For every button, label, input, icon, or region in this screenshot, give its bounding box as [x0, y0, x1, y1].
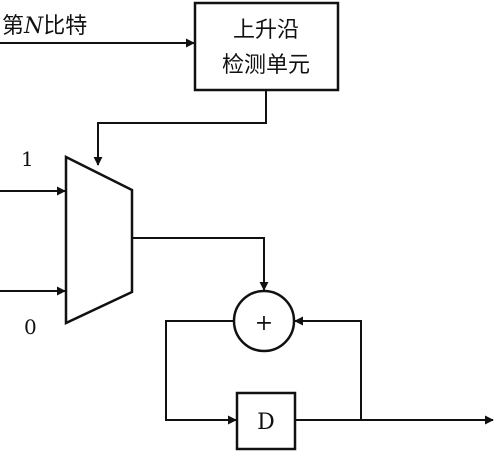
delay-label: D: [257, 410, 275, 435]
edge-detector-label-line1: 上升沿: [233, 18, 299, 43]
select-signal-arrow: [93, 90, 267, 166]
bit-label-suffix: 比特: [43, 14, 87, 39]
multiplexer-shape: [64, 154, 134, 325]
bit-label-variable: N: [23, 14, 44, 39]
feedback-arrow: [294, 316, 362, 420]
adder-plus-symbol: +: [255, 311, 273, 336]
mux-output-arrow: [132, 237, 269, 291]
edge-detector-label-line2: 检测单元: [222, 53, 310, 78]
mux-input-1-label: 1: [21, 147, 34, 171]
mux-input-0-label: 0: [24, 315, 37, 339]
bit-label-prefix: 第: [2, 14, 24, 39]
bit-n-input-label: 第N比特: [2, 14, 87, 39]
adder-to-delay-arrow: [165, 320, 237, 425]
